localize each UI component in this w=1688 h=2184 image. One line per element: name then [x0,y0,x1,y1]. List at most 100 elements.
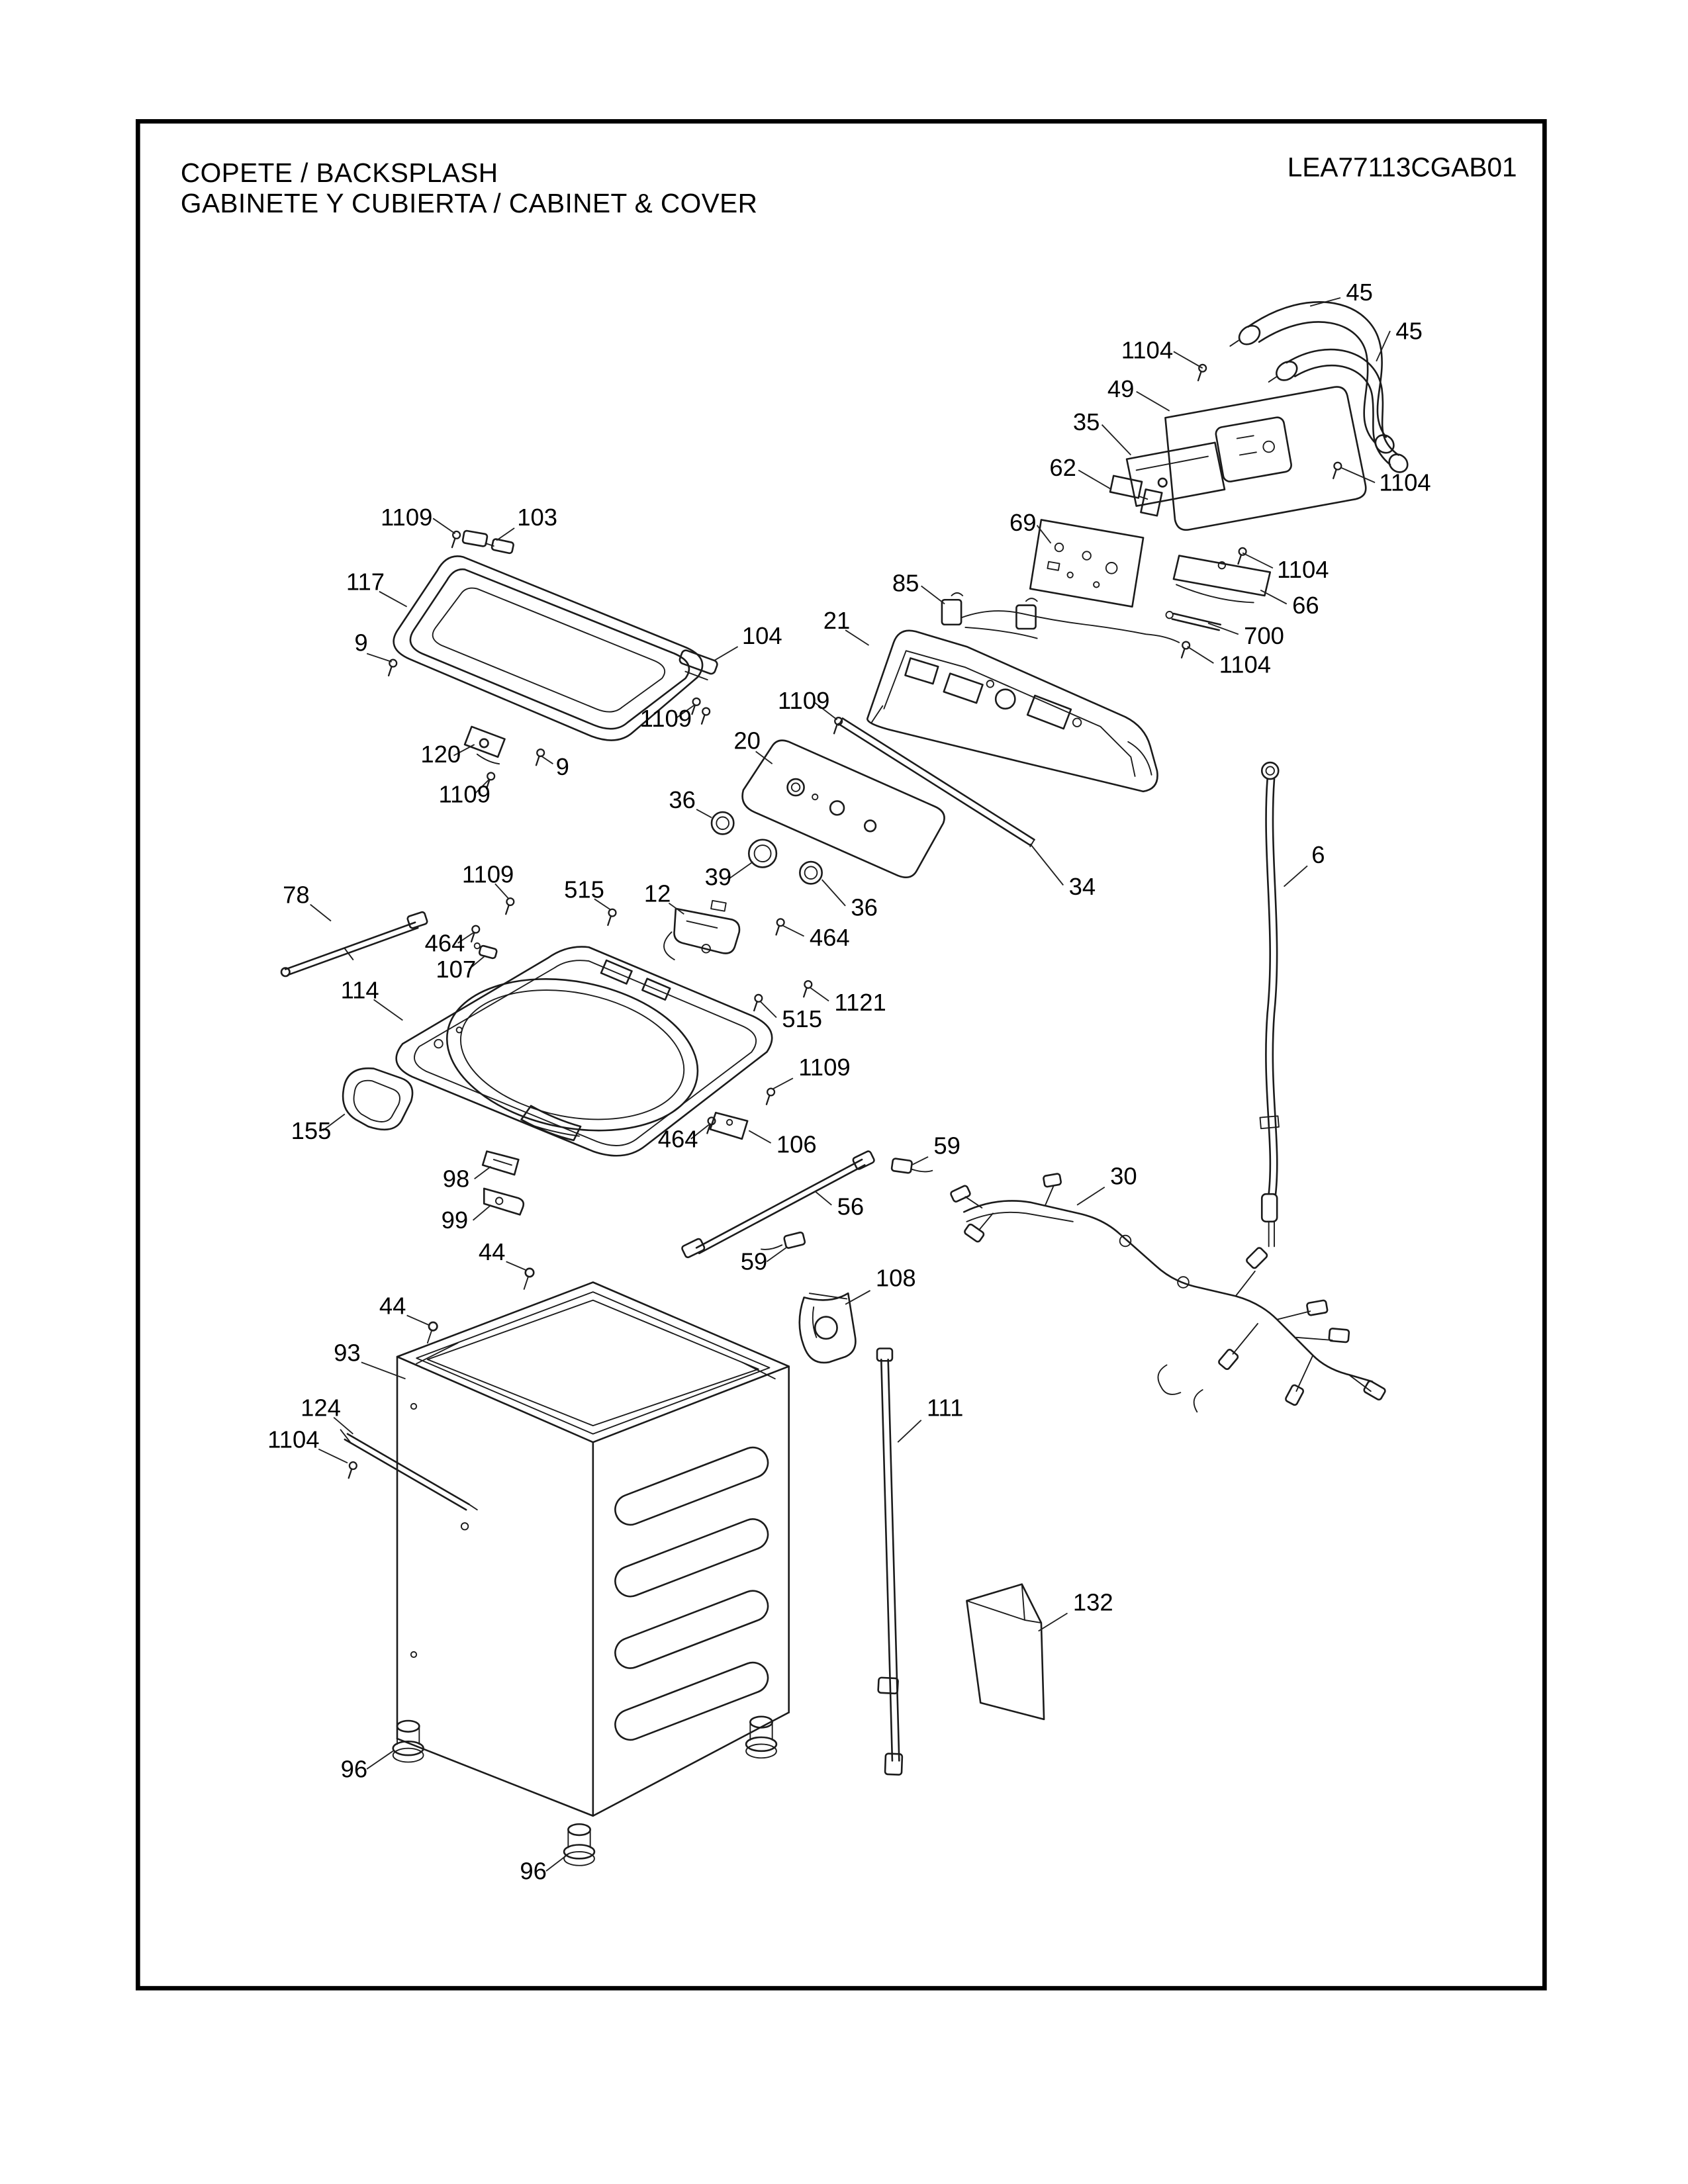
leader-line [1078,469,1112,490]
leader-line [1376,330,1391,362]
title-line-2: GABINETE Y CUBIERTA / CABINET & COVER [181,188,757,218]
knob-39 [747,839,778,868]
clip-98 [481,1150,520,1176]
part-callout-62: 62 [1049,454,1076,481]
part-callout-44: 44 [379,1292,406,1319]
corner-cap-155 [342,1067,414,1131]
part-callout-30: 30 [1110,1163,1137,1190]
leader-line [766,1247,787,1263]
bracket-66 [1172,555,1272,604]
part-callout-34: 34 [1069,873,1096,900]
leader-line [1207,622,1239,635]
leader-line [809,986,829,1002]
part-callout-35: 35 [1073,408,1100,435]
part-callout-99: 99 [442,1206,469,1234]
part-callout-1109: 1109 [462,860,514,887]
leader-line [814,1191,832,1206]
part-callout-20: 20 [733,727,761,754]
part-callout-96: 96 [341,1755,368,1782]
part-callout-1109: 1109 [439,781,491,808]
link-rod-56 [681,1150,875,1259]
part-callout-69: 69 [1009,509,1037,536]
part-callout-66: 66 [1292,592,1319,619]
part-callout-9: 9 [354,629,367,656]
fill-hoses-45 [1229,301,1409,473]
control-board-69 [1029,519,1145,608]
leader-line [318,1448,348,1464]
wire-harness-30 [950,1173,1386,1413]
leader-line [361,1361,406,1380]
leader-line [540,754,553,764]
part-callout-106: 106 [776,1131,817,1158]
leader-line [1076,1186,1105,1206]
leveling-foot-96-left [392,1719,424,1763]
leader-line [821,879,846,907]
part-callout-111: 111 [927,1394,963,1422]
part-callout-36: 36 [851,893,878,921]
leader-line [373,999,403,1021]
rod-124 [340,1429,478,1511]
part-callout-59: 59 [933,1132,961,1160]
leader-line [781,925,805,937]
screw-44-lower [426,1321,438,1344]
part-callout-132: 132 [1073,1588,1113,1615]
part-callout-1109: 1109 [640,705,692,732]
knob-ring-36-left [710,811,735,835]
leader-line [457,931,475,944]
leader-line [675,704,696,719]
part-callout-98: 98 [443,1165,470,1193]
leader-line [545,1852,570,1872]
leader-line [813,701,838,721]
part-callout-96: 96 [520,1858,547,1885]
part-callout-108: 108 [876,1265,916,1292]
leader-line [668,902,684,915]
part-callout-700: 700 [1244,622,1284,649]
leader-line [1036,525,1052,544]
leader-line [772,1077,794,1090]
trim-strip-34 [837,717,1035,848]
part-callout-78: 78 [283,882,310,909]
leader-line [366,653,392,662]
leader-line [406,1314,430,1326]
leader-line [1038,1612,1068,1632]
leader-line [496,527,515,541]
part-callout-464: 464 [810,924,850,951]
leader-line [1260,589,1288,605]
clip-99 [483,1187,525,1216]
part-callout-1121: 1121 [834,989,886,1016]
part-callout-44: 44 [479,1238,506,1265]
leader-line [472,1205,492,1221]
leader-line [494,883,510,899]
part-callout-124: 124 [301,1394,341,1422]
leader-line [897,1420,922,1443]
leader-line [921,585,945,605]
page-border [136,119,1547,1991]
leader-line [845,629,870,646]
leader-line [759,1000,777,1019]
leader-line [845,1290,871,1305]
knob-ring-36-right [799,860,823,885]
leader-line [310,903,332,922]
cabinet-93 [396,1281,790,1817]
part-callout-107: 107 [436,956,476,983]
leveling-foot-96-right [745,1715,778,1759]
leader-line [333,1416,353,1435]
part-callout-36: 36 [669,786,696,813]
leader-line [748,1130,772,1144]
leveling-foot-96-front [563,1823,596,1866]
part-callout-1104: 1104 [267,1426,319,1453]
literature-pack-132 [966,1583,1045,1721]
part-callout-1104: 1104 [1379,469,1430,496]
part-callout-21: 21 [823,607,851,634]
part-callout-515: 515 [782,1005,822,1032]
bracket-106 [709,1111,749,1140]
part-callout-39: 39 [705,864,732,891]
leader-line [1136,390,1170,412]
leader-line [755,751,773,764]
leader-line [690,1123,711,1140]
part-callout-45: 45 [1346,279,1373,306]
leader-line [474,1165,492,1180]
link-700 [1165,611,1222,631]
